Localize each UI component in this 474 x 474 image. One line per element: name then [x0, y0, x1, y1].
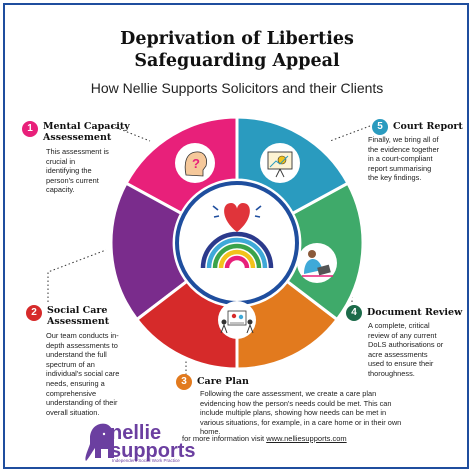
presentation-board-icon: [260, 143, 300, 183]
question-head-icon: ?: [175, 143, 215, 183]
page-title: Deprivation of Liberties Safeguarding Ap…: [0, 28, 474, 72]
step-2-body: Our team conducts in- depth assessments …: [46, 331, 120, 417]
center-circle: [175, 181, 299, 305]
heart-rainbow-icon: [200, 203, 274, 269]
footer-prefix: for more information visit: [182, 434, 265, 443]
title-line-1: Deprivation of Liberties: [120, 29, 354, 49]
step-4-heading: 4 Document Review: [346, 305, 462, 321]
logo-tagline: Independent Social Work Practice: [112, 458, 180, 463]
step-5-body: Finally, we bring all of the evidence to…: [368, 135, 440, 183]
care-plan-people-icon: [218, 301, 256, 339]
connector-step-5: [329, 125, 371, 142]
step-5-number: 5: [372, 119, 388, 135]
connector-step-2: [47, 249, 107, 302]
step-5-heading: 5 Court Report: [372, 119, 463, 135]
step-2-number: 2: [26, 305, 42, 321]
person-laptop-icon: [297, 243, 337, 283]
step-3-heading: 3 Care Plan: [176, 374, 249, 390]
logo-wordmark: nellie supports: [110, 422, 196, 462]
step-4-body: A complete, critical review of any curre…: [368, 321, 444, 378]
svg-text:?: ?: [192, 156, 200, 171]
step-3-body: Following the care assessment, we create…: [200, 389, 402, 437]
step-1-title: Mental Capacity Assessement: [43, 121, 130, 143]
step-1-body: This assessment is crucial in identifyin…: [46, 147, 109, 195]
step-3-title: Care Plan: [197, 376, 249, 387]
step-2-heading: 2 Social Care Assessment: [26, 305, 109, 327]
footer-info: for more information visit www.nelliesup…: [182, 434, 347, 443]
step-5-title: Court Report: [393, 121, 463, 132]
step-1-number: 1: [22, 121, 38, 137]
title-line-2: Safeguarding Appeal: [134, 51, 340, 71]
step-4-number: 4: [346, 305, 362, 321]
website-link[interactable]: www.nelliesupports.com: [266, 434, 347, 443]
step-1-heading: 1 Mental Capacity Assessement: [22, 121, 130, 143]
page-border: [3, 3, 469, 469]
step-3-number: 3: [176, 374, 192, 390]
elephant-logo-icon: [85, 423, 114, 461]
page-subtitle: How Nellie Supports Solicitors and their…: [90, 80, 384, 96]
segment-purple: [109, 181, 189, 322]
step-4-title: Document Review: [367, 307, 463, 318]
connector-step-1: [111, 125, 151, 142]
step-2-title: Social Care Assessment: [47, 305, 110, 327]
